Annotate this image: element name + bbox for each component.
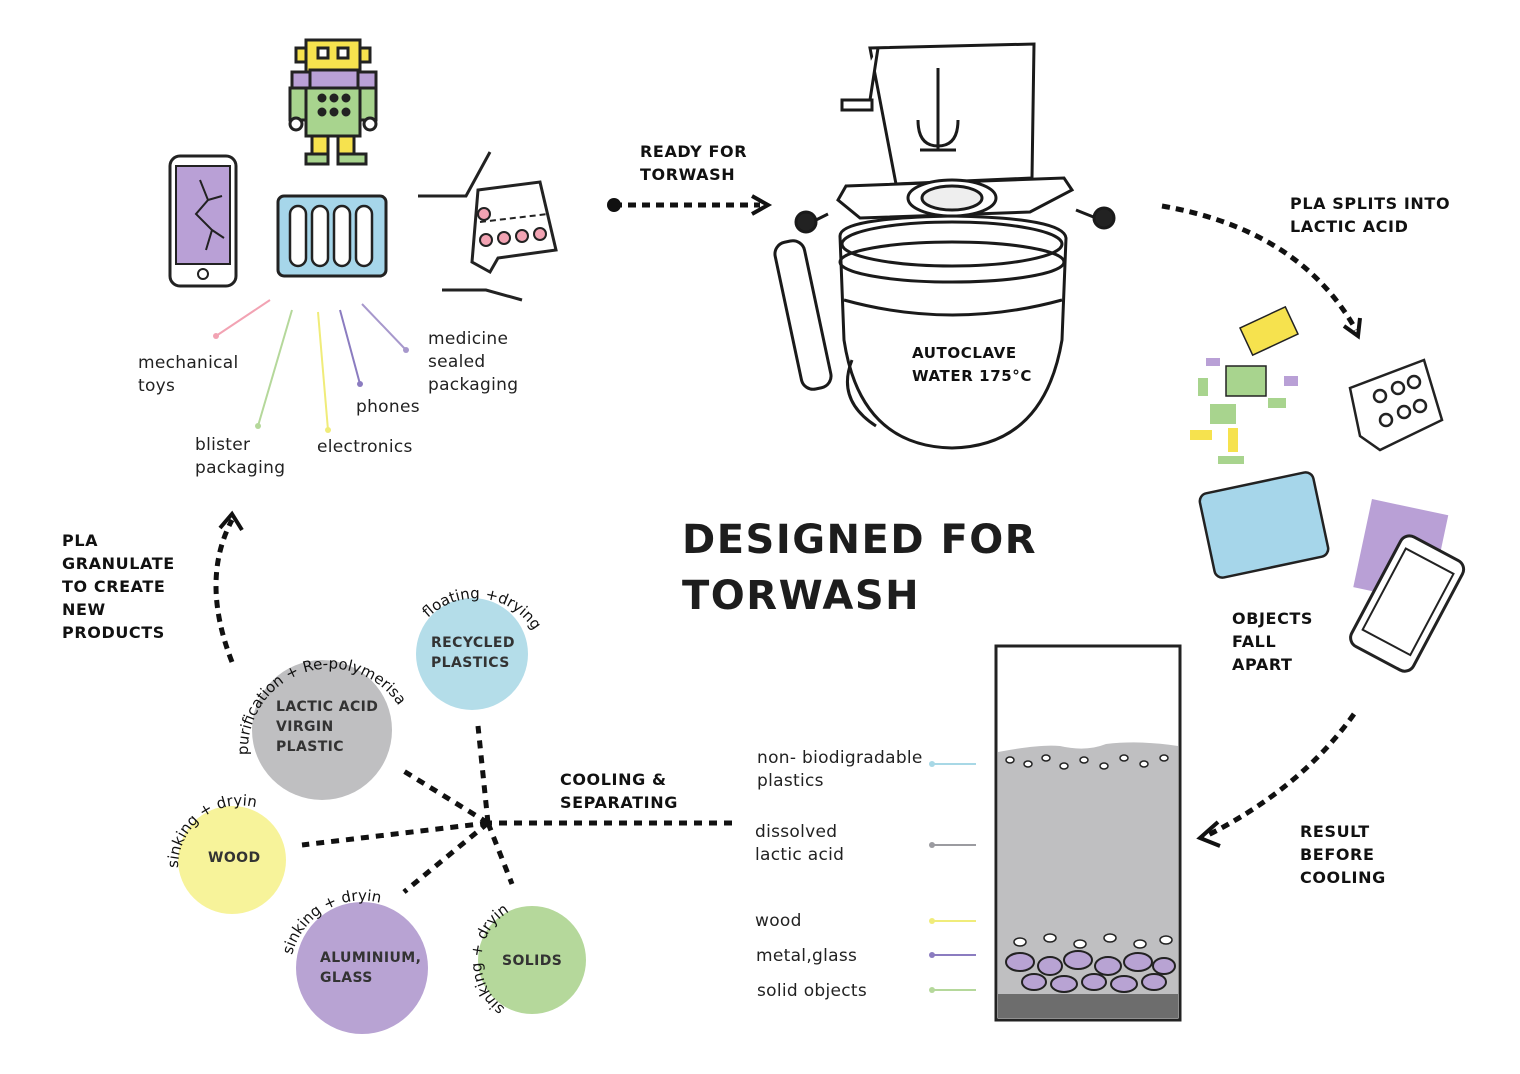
diagram-title: DESIGNED FOR TORWASH [682, 517, 1038, 619]
step-splits-label: PLA SPLITS INTO LACTIC ACID [1290, 194, 1451, 236]
blister-pack-icon [276, 194, 388, 278]
product-phones: phones [356, 397, 420, 417]
product-mechanical-toys: mechanical toys [138, 353, 239, 396]
product-medicine-packaging: medicine sealed packaging [428, 329, 519, 395]
medicine-package-icon [418, 151, 558, 302]
solids-circle [478, 906, 586, 1014]
result-tank [994, 644, 1182, 1022]
circle-aluminium-label: ALUMINIUM, GLASS [320, 950, 422, 986]
wood-circle [178, 806, 286, 914]
step-ready-label: READY FOR TORWASH [640, 142, 748, 184]
product-blister-packaging: blister packaging [195, 435, 286, 478]
arrow-heads [218, 194, 1362, 848]
arrow-start-dot [607, 198, 621, 212]
circle-recycled-label: RECYCLED PLASTICS [431, 635, 515, 671]
layer-leader-lines [929, 761, 976, 993]
autoclave-label: AUTOCLAVE WATER 175°C [912, 344, 1032, 385]
aluminium-glass-circle [296, 902, 428, 1034]
medicine-fragment-icon [1348, 358, 1444, 452]
product-leader-lines [213, 299, 409, 433]
tank-solid-layer [998, 994, 1178, 1018]
step-granulate-label: PLA GRANULATE TO CREATE NEW PRODUCTS [62, 531, 175, 642]
layer-metal-label: metal,glass [756, 946, 858, 966]
robot-toy-icon [288, 38, 378, 166]
autoclave-machine-icon [773, 42, 1116, 450]
layer-solid-label: solid objects [757, 981, 868, 1001]
tank-sediment [1005, 754, 1173, 949]
lactic-acid-circle [252, 660, 392, 800]
blister-fragment-icon [1198, 471, 1330, 579]
recycled-plastics-circle [416, 598, 528, 710]
flow-arrows [213, 202, 1359, 841]
step-cooling-label: COOLING & SEPARATING [560, 770, 678, 812]
tank-metal-glass-layer [1005, 950, 1176, 993]
layer-plastics-label: non- biodigradable plastics [757, 748, 923, 791]
layer-wood-label: wood [755, 911, 802, 931]
circle-solids-label: SOLIDS [502, 953, 563, 969]
fragmented-robot-icon [1190, 305, 1299, 464]
circle-wood-label: WOOD [208, 850, 261, 866]
product-electronics: electronics [317, 437, 413, 457]
phone-icon [168, 154, 238, 288]
phone-fragment-icon [1349, 499, 1466, 673]
step-result-label: RESULT BEFORE COOLING [1300, 822, 1386, 887]
circle-lactic-label: LACTIC ACID VIRGIN PLASTIC [276, 699, 379, 755]
separation-lines [301, 725, 732, 894]
step-fall-apart-label: OBJECTS FALL APART [1232, 609, 1314, 674]
layer-lactic-label: dissolved lactic acid [755, 822, 845, 865]
